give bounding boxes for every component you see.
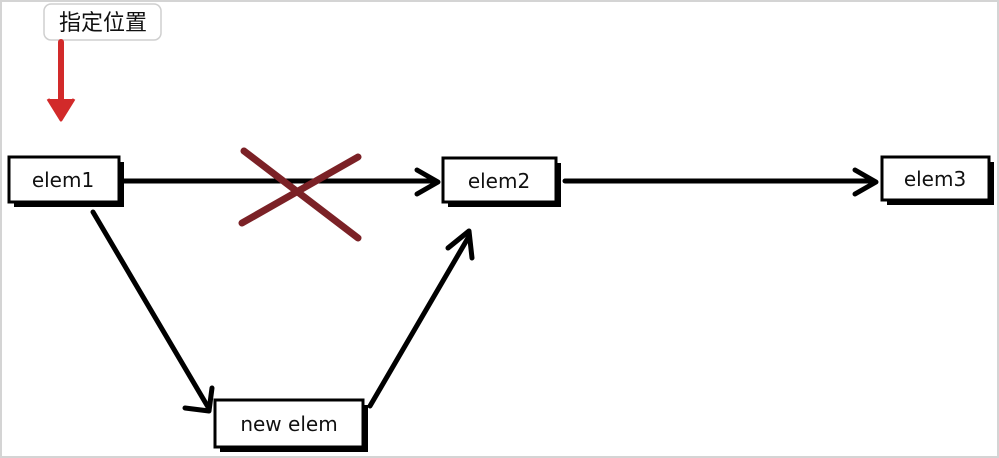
edge-elem2-elem3 — [562, 167, 879, 197]
node-box — [441, 156, 558, 204]
edge-elem1-elem2 — [120, 167, 441, 197]
node-label-new-elem: new elem — [240, 412, 337, 436]
node-elem3: elem3 — [880, 155, 994, 205]
node-elem1: elem1 — [7, 155, 124, 207]
node-box — [213, 398, 365, 449]
node-elem2: elem2 — [441, 156, 561, 207]
callout-box — [43, 3, 162, 41]
edge-elem1-new-elem — [90, 209, 215, 414]
node-label-elem3: elem3 — [904, 167, 966, 191]
node-label-elem2: elem2 — [468, 169, 530, 193]
node-box — [880, 155, 991, 202]
callout-label: 指定位置 — [59, 11, 147, 36]
removed-link-cross — [238, 147, 362, 242]
node-box — [7, 155, 121, 204]
node-new-elem: new elem — [213, 398, 368, 452]
callout: 指定位置 — [43, 3, 162, 41]
edge-new-elem-elem2 — [367, 228, 475, 409]
callout-arrow — [46, 39, 76, 122]
node-label-elem1: elem1 — [32, 168, 94, 192]
